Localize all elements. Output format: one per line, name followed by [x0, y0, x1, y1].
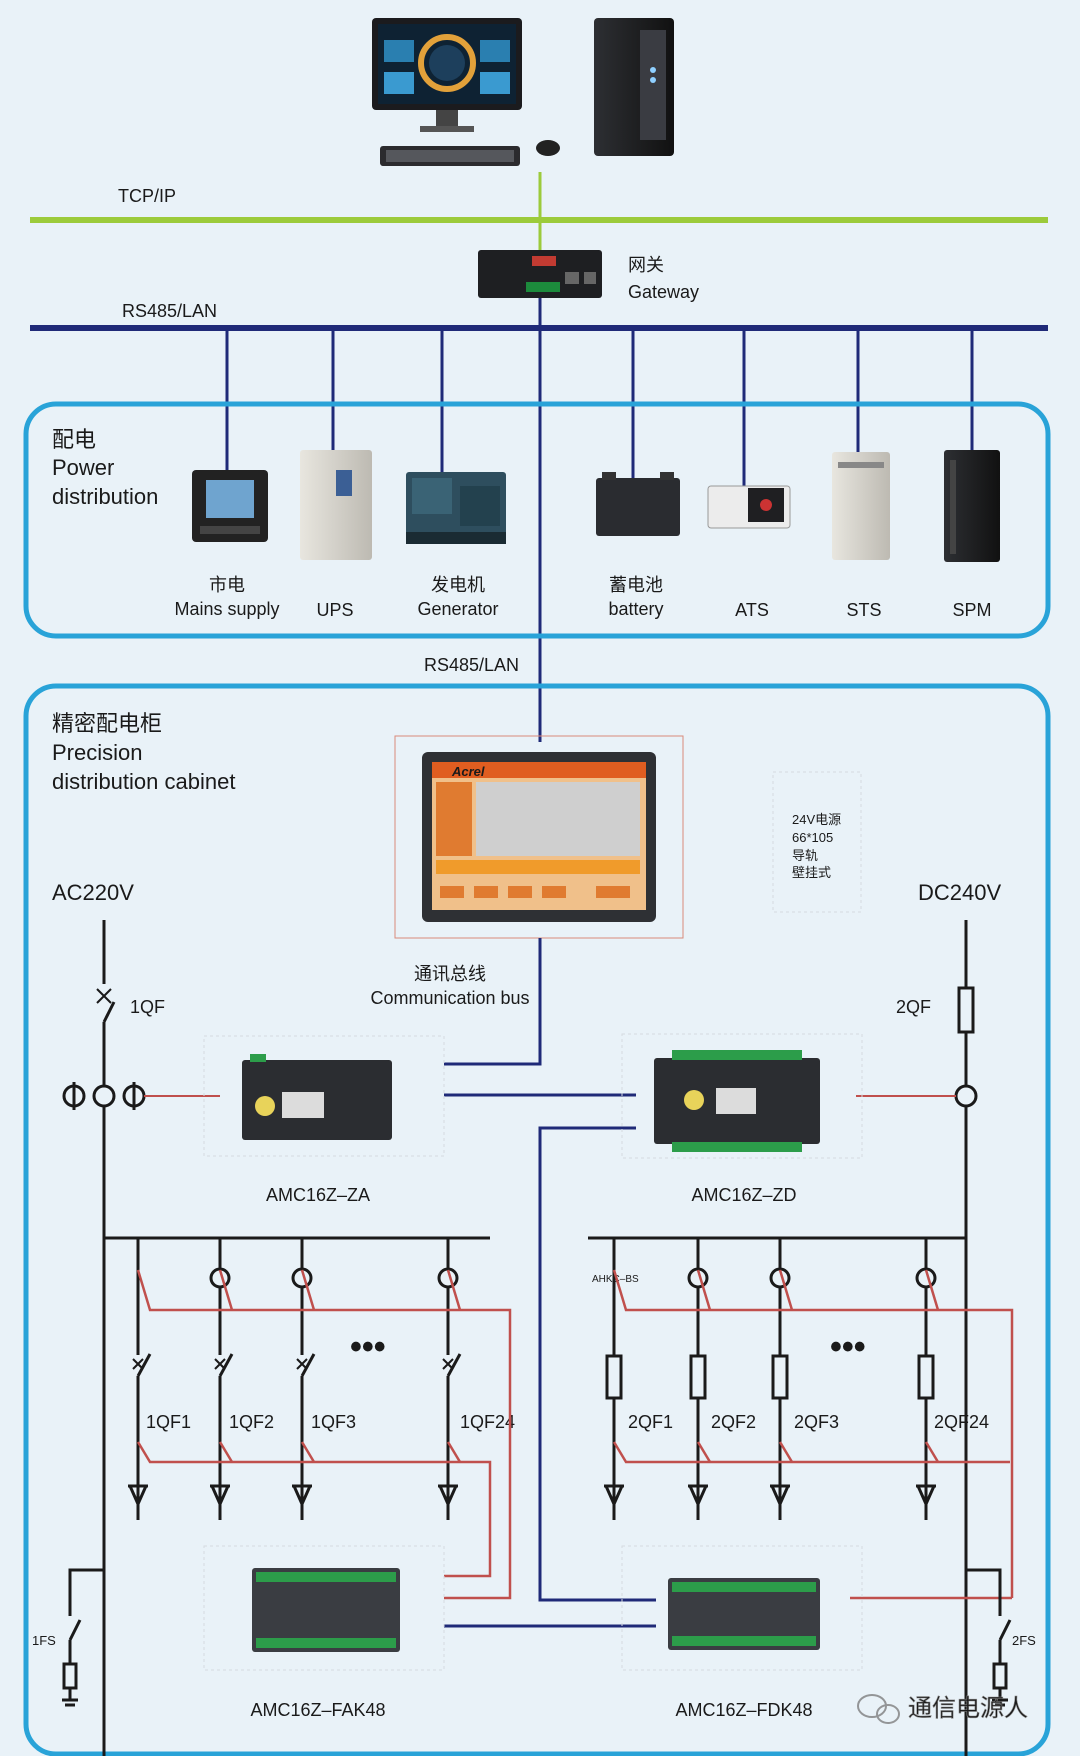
branch-label: 2QF2: [711, 1412, 756, 1432]
module-zd-frame: [621, 1033, 863, 1159]
ac-branch-circuits: [136, 1238, 462, 1520]
device-label-cn: 市电: [209, 575, 245, 595]
ac-breaker-cross-icons: [132, 1358, 454, 1370]
ups-icon: [300, 450, 372, 560]
psu-note-line: 壁挂式: [792, 865, 831, 880]
watermark-text: 通信电源人: [908, 1695, 1028, 1722]
psu-note-line: 24V电源: [792, 812, 841, 827]
psu-note-box: [772, 771, 862, 913]
sensor-label: AHKC–BS: [592, 1274, 639, 1285]
comm-bus-lines: [444, 938, 656, 1628]
device-label-en: STS: [846, 600, 881, 620]
cabinet-title-cn: 精密配电柜: [52, 711, 162, 736]
spm-cabinet-icon: [944, 450, 1000, 562]
amc16z-fdk48-module-icon: [668, 1578, 820, 1650]
device-label-en: UPS: [316, 600, 353, 620]
dc-ellipsis: •••: [830, 1328, 866, 1366]
ac-ellipsis: •••: [350, 1328, 386, 1366]
module-zd-label: AMC16Z–ZD: [691, 1185, 796, 1205]
dc-fs-switch: [966, 1568, 1012, 1707]
ac-branch-labels: 1QF1 1QF2 1QF3 1QF24: [146, 1412, 515, 1432]
server-tower-icon: [594, 18, 674, 156]
monitor-icon: [372, 18, 522, 132]
amc16z-za-module-icon: [242, 1054, 392, 1140]
module-za-label: AMC16Z–ZA: [266, 1185, 370, 1205]
ac-main-bus: [96, 920, 490, 1756]
power-distribution-panel: [23, 401, 1051, 639]
tcp-ip-label: TCP/IP: [118, 186, 176, 206]
amc16z-fak48-module-icon: [252, 1568, 400, 1652]
ac-fs-switch: [62, 1568, 104, 1707]
ac-main-breaker-label: 1QF: [130, 997, 165, 1017]
branch-label: 1QF24: [460, 1412, 515, 1432]
device-label-en: battery: [608, 599, 663, 619]
generator-icon: [406, 472, 506, 544]
rs485-label: RS485/LAN: [122, 301, 217, 321]
keyboard-icon: [380, 146, 520, 166]
gateway-label-en: Gateway: [628, 282, 699, 302]
device-drop-lines: [225, 328, 974, 488]
dc-branch-labels: 2QF1 2QF2 2QF3 2QF24: [628, 1412, 989, 1432]
comm-bus-label-cn: 通讯总线: [414, 964, 486, 984]
ats-switch-icon: [707, 485, 791, 529]
ac-current-transformers: [62, 1082, 146, 1110]
psu-note-line: 66*105: [792, 830, 833, 845]
dc-branch-ct-icons: [687, 1267, 937, 1289]
ac-output-arrow-icons: [128, 1484, 458, 1508]
module-za-frame: [203, 1035, 445, 1157]
hmi-brand-label: Acrel: [451, 764, 485, 779]
branch-label: 2QF3: [794, 1412, 839, 1432]
module-fak-label: AMC16Z–FAK48: [250, 1700, 385, 1720]
dc-fs-label: 2FS: [1012, 1633, 1036, 1648]
device-label-en: Mains supply: [174, 599, 279, 619]
precision-cabinet-panel: [23, 683, 1051, 1756]
device-label-en: Generator: [417, 599, 498, 619]
ac-branch-ct-icons: [209, 1267, 459, 1289]
ac-signal-lines: [136, 1269, 512, 1600]
wechat-logo-icon: [857, 1694, 900, 1724]
power-title-cn: 配电: [52, 427, 96, 452]
dc-output-arrow-icons: [604, 1484, 936, 1508]
module-fak-frame: [203, 1545, 445, 1671]
dc-voltage-label: DC240V: [918, 880, 1001, 905]
module-fdk-label: AMC16Z–FDK48: [675, 1700, 812, 1720]
dc-main-bus: [588, 920, 975, 1756]
comm-bus-label-en: Communication bus: [370, 988, 529, 1008]
amc16z-zd-module-icon: [654, 1050, 820, 1152]
cabinet-title-en-1: Precision: [52, 740, 142, 765]
device-label-cn: 蓄电池: [609, 575, 663, 595]
dc-fuse-icons: [605, 1354, 935, 1400]
psu-note: 24V电源 66*105 导轨 壁挂式: [792, 812, 841, 880]
branch-label: 1QF2: [229, 1412, 274, 1432]
gateway-device-icon: [478, 250, 602, 298]
mouse-icon: [536, 140, 560, 156]
branch-label: 2QF1: [628, 1412, 673, 1432]
device-label-cn: 发电机: [431, 575, 485, 595]
gateway-label-cn: 网关: [628, 255, 664, 275]
hmi-touchscreen-icon: [422, 752, 656, 922]
dc-ct-icon: [954, 1084, 978, 1108]
battery-icon: [596, 472, 680, 536]
psu-note-line: 导轨: [792, 848, 818, 863]
module-fdk-frame: [621, 1545, 863, 1671]
ac-voltage-label: AC220V: [52, 880, 134, 905]
rs485-label-2: RS485/LAN: [424, 655, 519, 675]
branch-label: 1QF1: [146, 1412, 191, 1432]
power-device-labels: 市电 Mains supply UPS 发电机 Generator 蓄电池 ba…: [174, 575, 991, 620]
branch-label: 1QF3: [311, 1412, 356, 1432]
dc-main-breaker-label: 2QF: [896, 997, 931, 1017]
power-title-en-2: distribution: [52, 484, 158, 509]
dc-signal-lines: [612, 1269, 1014, 1600]
device-label-en: ATS: [735, 600, 769, 620]
device-label-en: SPM: [952, 600, 991, 620]
branch-label: 2QF24: [934, 1412, 989, 1432]
ac-fs-label: 1FS: [32, 1633, 56, 1648]
sts-cabinet-icon: [832, 452, 890, 560]
cabinet-title-en-2: distribution cabinet: [52, 769, 235, 794]
power-meter-icon: [192, 470, 268, 542]
power-title-en-1: Power: [52, 455, 114, 480]
